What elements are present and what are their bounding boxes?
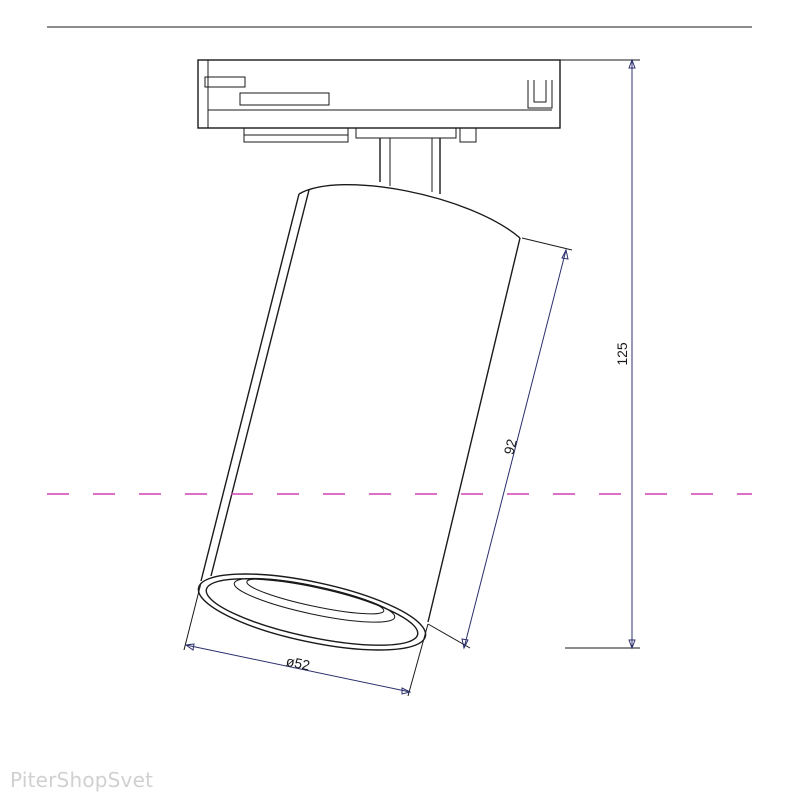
- dimension-height: [560, 58, 640, 650]
- dimension-diameter-label: ø52: [285, 653, 312, 674]
- watermark-text: PiterShopSvet: [10, 768, 154, 792]
- dimension-height-label: 125: [614, 342, 630, 366]
- dimension-length-label: 92: [501, 437, 520, 456]
- lamp-body: [200, 184, 521, 623]
- mounting-stem: [379, 138, 441, 194]
- dimension-length: [427, 237, 573, 650]
- track-adapter: [197, 59, 561, 143]
- lamp-bezel: [197, 573, 427, 651]
- dimension-diameter: [183, 582, 429, 697]
